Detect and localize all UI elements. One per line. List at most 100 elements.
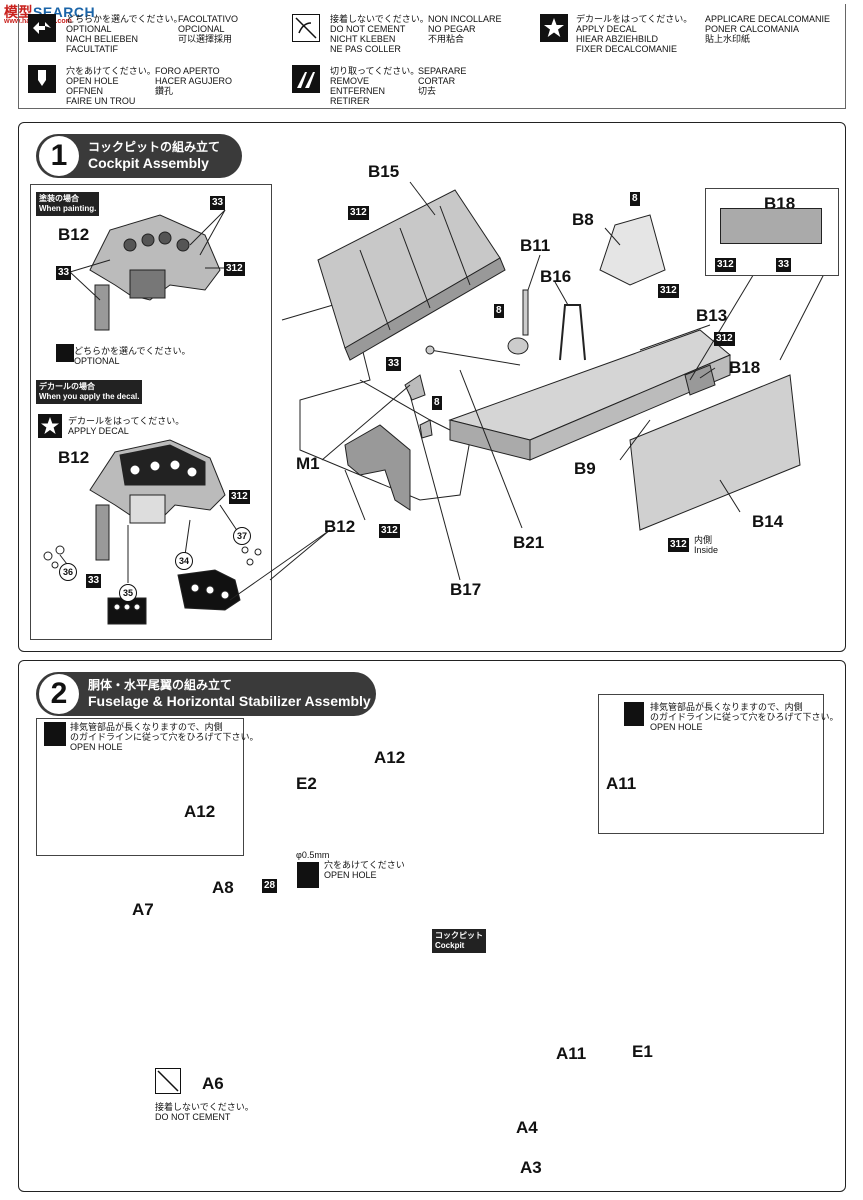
legend-no-cement-text2: NON INCOLLARE NO PEGAR 不用粘合 [428,14,502,44]
decal-number-37: 37 [233,527,251,545]
optional-icon [28,14,56,42]
step1-header: 1 コックピットの組み立て Cockpit Assembly [36,134,242,178]
decal-number-34: 34 [175,552,193,570]
open-hole-icon [28,65,56,93]
open-hole-icon [297,862,319,888]
legend-open-hole-text2: FORO APERTO HACER AGUJERO 鑽孔 [155,66,233,96]
part-a3: A3 [520,1158,542,1177]
seat-b8 [599,214,666,286]
color-badge: 8 [630,192,640,206]
legend-optional-text2: FACOLTATIVO OPCIONAL 可以選擇採用 [178,14,239,44]
instrument-panel-painted [89,214,221,331]
hole-note-a11: 排気管部品が長くなりますので、内側 のガイドラインに従って穴をひろげて下さい。 … [650,702,839,732]
part-a8: A8 [212,878,234,897]
part-b11: B11 [520,236,551,255]
part-a7: A7 [132,900,154,919]
part-a12: A12 [374,748,406,767]
color-badge: 312 [715,258,736,272]
part-a12-detail: A12 [184,802,216,821]
apply-decal-icon [38,414,62,438]
optional-note: どちらかを選んでください。 OPTIONAL [74,346,191,366]
part-b21: B21 [513,533,545,552]
hole-note-a12: 排気管部品が長くなりますので、内側 のガイドラインに従って穴をひろげて下さい。 … [70,722,259,752]
part-a6: A6 [202,1074,224,1093]
color-badge: 28 [262,879,278,893]
color-badge: 8 [432,396,442,410]
a12-detail-box [36,718,244,856]
legend-no-cement-text: 接着しないでください。 DO NOT CEMENT NICHT KLEBEN N… [330,14,429,54]
control-stick-b11 [507,289,529,355]
part-a11: A11 [556,1044,587,1063]
part-b18: B18 [729,358,761,377]
part-b14: B14 [752,512,784,531]
color-badge: 312 [224,262,245,276]
step2-title-jp: 胴体・水平尾翼の組み立て [88,678,233,692]
cockpit-floor [281,299,731,501]
decal-number-36: 36 [59,563,77,581]
when-painting-label: 塗装の場合 When painting. [36,192,100,216]
rod-b21 [425,345,521,366]
step1-title-jp: コックピットの組み立て [88,140,221,154]
color-badge: 312 [714,332,735,346]
bulkhead-b15 [317,189,506,361]
part-b9: B9 [574,459,596,478]
no-cement-note: 接着しないでください。 DO NOT CEMENT [155,1102,254,1122]
part-e2: E2 [296,774,317,793]
color-badge: 312 [658,284,679,298]
apply-decal-note: デカールをはってください。 APPLY DECAL [68,416,185,436]
step2-number: 2 [39,674,79,714]
panel-b12-main [344,424,411,511]
part-b12-decal: B12 [58,448,90,467]
part-b17: B17 [450,580,482,599]
legend-optional-text: どちらかを選んでください。 OPTIONAL NACH BELIEBEN FAC… [66,14,183,54]
pedal-m1 [404,374,433,439]
legend-apply-decal-text: デカールをはってください。 APPLY DECAL HIEAR ABZIEHBI… [576,14,693,54]
step1-title-en: Cockpit Assembly [88,155,209,171]
no-cement-icon [292,14,320,42]
no-cement-icon [155,1068,181,1094]
part-b12-painting: B12 [58,225,90,244]
decal-number-35: 35 [119,584,137,602]
b18-detail-part [720,208,822,244]
instrument-panel-decal [43,439,262,625]
decal-label: デカールの場合 When you apply the decal. [36,380,143,404]
optional-icon [56,344,74,362]
open-hole-icon [624,702,644,726]
legend-apply-decal-text2: APPLICARE DECALCOMANIE PONER CALCOMANIA … [705,14,831,44]
color-badge: 33 [386,357,402,371]
part-b12-callout: B12 [324,517,356,536]
part-a11-detail: A11 [606,774,637,793]
part-b15: B15 [368,162,400,181]
part-b8: B8 [572,210,594,229]
open-hole-icon [44,722,66,746]
color-badge: 33 [776,258,792,272]
color-badge: 33 [210,196,226,210]
apply-decal-icon [540,14,568,42]
part-e1: E1 [632,1042,653,1061]
color-badge: 312 [348,206,369,220]
color-badge: 8 [494,304,504,318]
armrest-b16 [559,304,586,361]
legend-remove-text: 切り取ってください。 REMOVE ENTFERNEN RETIRER [330,66,420,106]
legend-open-hole-text: 穴をあけてください。 OPEN HOLE OFFNEN FAIRE UN TRO… [66,66,156,106]
inside-note: 内側 Inside [694,535,719,555]
part-b16: B16 [540,267,572,286]
legend-frame [18,4,846,109]
drill-note: 穴をあけてください OPEN HOLE [324,860,405,880]
part-b13: B13 [696,306,728,325]
step1-number: 1 [39,136,79,176]
part-a4: A4 [516,1118,538,1137]
side-panel-b14 [629,374,801,531]
color-badge: 312 [668,538,689,552]
drill-size: φ0.5mm [296,850,330,860]
color-badge: 33 [86,574,102,588]
color-badge: 312 [229,490,250,504]
part-m1: M1 [296,454,320,473]
step2-title-en: Fuselage & Horizontal Stabilizer Assembl… [88,693,371,709]
remove-icon [292,65,320,93]
color-badge: 312 [379,524,400,538]
cockpit-label: コックピット Cockpit [432,929,486,953]
legend-remove-text2: SEPARARE CORTAR 切去 [418,66,467,96]
step2-header: 2 胴体・水平尾翼の組み立て Fuselage & Horizontal Sta… [36,672,376,716]
